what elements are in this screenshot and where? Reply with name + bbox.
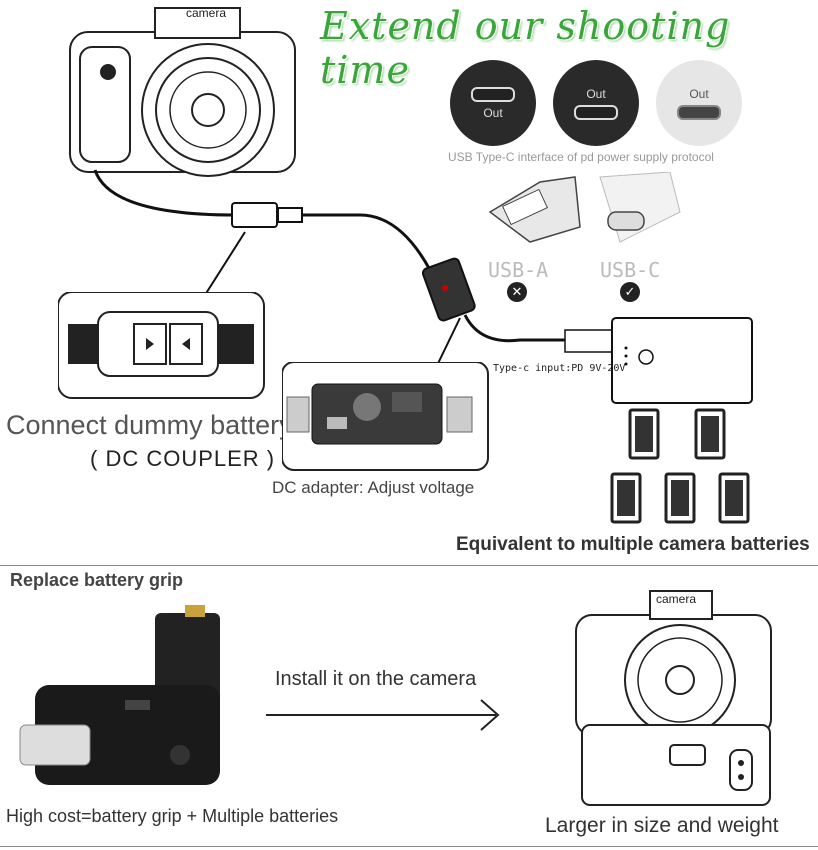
grip-section-title: Replace battery grip: [10, 570, 184, 590]
camera-illustration: [69, 7, 296, 177]
camera-with-grip-illustration: [575, 590, 772, 806]
batteries-caption: Equivalent to multiple camera batteries: [456, 534, 810, 555]
divider: [0, 846, 818, 847]
power-bank-input-label: Type-c input:PD 9V-20V: [493, 363, 626, 374]
cable-diagram: [93, 169, 753, 404]
battery-icons: [610, 408, 750, 524]
install-caption: Install it on the camera: [275, 668, 477, 690]
divider: [0, 565, 818, 566]
usb-c-port-3: Out: [656, 60, 742, 146]
battery-grip-photo: [19, 605, 220, 785]
port-label: Out: [586, 86, 606, 101]
high-cost-caption: High cost=battery grip + Multiple batter…: [6, 806, 339, 826]
battery-icon: [628, 408, 660, 460]
usb-c-label: USB-C: [600, 258, 661, 282]
usb-c-port-2: Out: [553, 60, 639, 146]
dc-adapter-illustration: [282, 362, 489, 471]
larger-size-caption: Larger in size and weight: [545, 814, 779, 837]
cross-icon: ✕: [507, 282, 527, 302]
dummy-battery-title: Connect dummy battery: [6, 410, 293, 440]
port-label: Out: [689, 86, 709, 101]
dc-adapter-label: DC adapter: Adjust voltage: [272, 478, 475, 497]
arrow-right-icon: [266, 699, 500, 731]
dc-coupler-label: ( DC COUPLER ): [90, 446, 276, 471]
page-title: Extend our shooting time: [320, 4, 731, 92]
usb-a-label: USB-A: [488, 258, 549, 282]
ports-caption: USB Type-C interface of pd power supply …: [448, 150, 714, 164]
port-label: Out: [483, 105, 503, 120]
usb-plugs-illustration: [488, 172, 681, 243]
check-icon: ✓: [620, 282, 640, 302]
usb-c-port-1: Out: [450, 60, 536, 146]
dummy-battery-illustration: [58, 292, 265, 399]
camera-label: camera: [186, 6, 227, 20]
camera-label: camera: [656, 592, 697, 606]
